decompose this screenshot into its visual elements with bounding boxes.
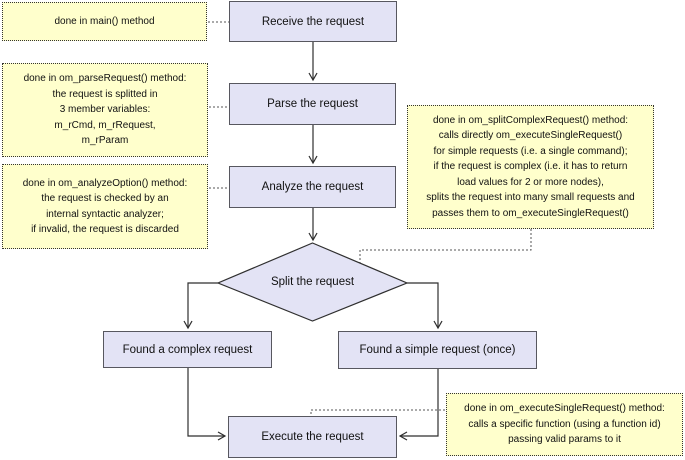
arrow-simple-to-execute bbox=[400, 369, 439, 436]
note-link-execute bbox=[310, 409, 445, 416]
note-split-complex-request-method: done in om_splitComplexRequest() method:… bbox=[407, 105, 654, 229]
node-split-request-label: Split the request bbox=[270, 276, 355, 288]
node-found-complex-request: Found a complex request bbox=[103, 331, 272, 368]
arrow-split-to-simple bbox=[407, 282, 438, 328]
node-parse-request: Parse the request bbox=[229, 83, 396, 125]
note-analyze-option-method: done in om_analyzeOption() method: the r… bbox=[2, 164, 208, 249]
node-receive-request: Receive the request bbox=[229, 1, 397, 42]
node-analyze-request: Analyze the request bbox=[229, 166, 396, 208]
split-decision-diamond bbox=[216, 242, 409, 322]
note-main-method: done in main() method bbox=[2, 2, 207, 41]
arrow-complex-to-execute bbox=[187, 368, 225, 436]
node-found-simple-request: Found a simple request (once) bbox=[338, 331, 537, 369]
note-link-split bbox=[359, 229, 532, 263]
note-parse-request-method: done in om_parseRequest() method: the re… bbox=[2, 63, 208, 157]
note-execute-single-request-method: done in om_executeSingleRequest() method… bbox=[446, 393, 683, 456]
arrow-split-to-complex bbox=[188, 282, 218, 328]
node-execute-request: Execute the request bbox=[228, 416, 397, 458]
